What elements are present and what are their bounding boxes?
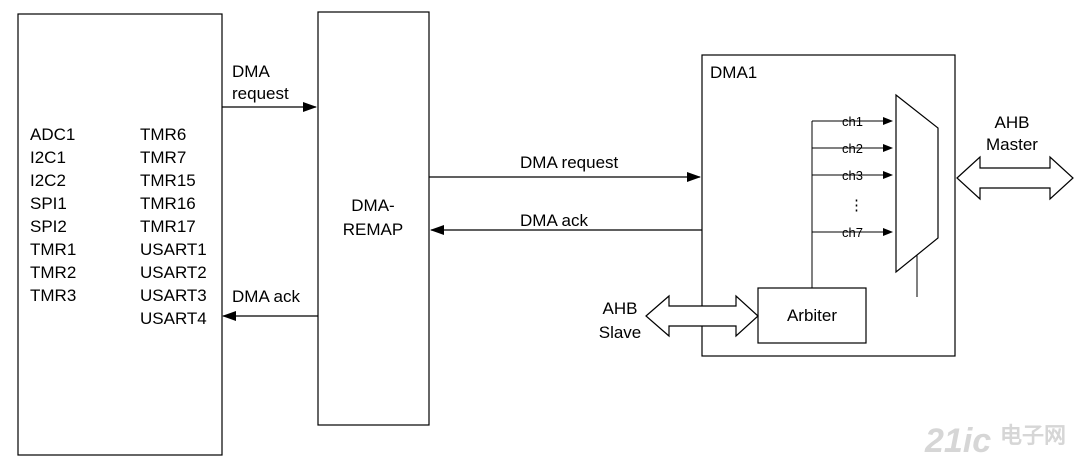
peripheral-label: ADC1 bbox=[30, 125, 75, 144]
watermark-logo: 21ic bbox=[924, 422, 991, 460]
peripheral-label: TMR6 bbox=[140, 125, 186, 144]
ahb-slave-label-line1: AHB bbox=[603, 299, 638, 318]
peripheral-label: TMR2 bbox=[30, 263, 76, 282]
arbiter-block bbox=[757, 287, 867, 344]
mid-ack-label: DMA ack bbox=[520, 211, 589, 230]
dma1-title: DMA1 bbox=[710, 63, 757, 82]
peripheral-label: USART4 bbox=[140, 309, 207, 328]
mid-request-label: DMA request bbox=[520, 153, 619, 172]
arbiter-label: Arbiter bbox=[787, 306, 837, 325]
remap-label-line1: DMA- bbox=[351, 196, 394, 215]
left-ack-label: DMA ack bbox=[232, 287, 301, 306]
peripheral-list-left: ADC1 I2C1 I2C2 SPI1 SPI2 TMR1 TMR2 TMR3 bbox=[30, 125, 76, 305]
ahb-slave-label-line2: Slave bbox=[599, 323, 642, 342]
watermark-cn: 电子网 bbox=[1000, 423, 1066, 448]
peripheral-label: I2C2 bbox=[30, 171, 66, 190]
left-request-label-line1: DMA bbox=[232, 62, 270, 81]
left-request-label-line2: request bbox=[232, 84, 289, 103]
ahb-slave-arrow bbox=[645, 294, 759, 338]
peripheral-label: TMR3 bbox=[30, 286, 76, 305]
peripheral-label: SPI1 bbox=[30, 194, 67, 213]
channel-ch7: ch7 bbox=[812, 225, 893, 240]
peripheral-label: TMR7 bbox=[140, 148, 186, 167]
peripheral-label: USART1 bbox=[140, 240, 207, 259]
channel-ellipsis: ⋮ bbox=[849, 197, 864, 214]
channel-ch3: ch3 bbox=[812, 168, 893, 183]
peripheral-label: TMR16 bbox=[140, 194, 196, 213]
peripheral-label: I2C1 bbox=[30, 148, 66, 167]
ahb-master-label-line2: Master bbox=[986, 135, 1038, 154]
peripheral-label: TMR15 bbox=[140, 171, 196, 190]
ahb-master-label-line1: AHB bbox=[995, 113, 1030, 132]
peripheral-label: TMR1 bbox=[30, 240, 76, 259]
channel-ch2: ch2 bbox=[812, 141, 893, 156]
channel-mux bbox=[895, 93, 939, 274]
peripheral-label: USART2 bbox=[140, 263, 207, 282]
peripheral-label: TMR17 bbox=[140, 217, 196, 236]
peripheral-label: SPI2 bbox=[30, 217, 67, 236]
ahb-master-arrow bbox=[956, 155, 1074, 201]
dma1-block bbox=[701, 54, 956, 357]
watermark: 21ic 电子网 bbox=[924, 422, 1066, 460]
peripheral-block bbox=[17, 13, 223, 456]
peripheral-label: USART3 bbox=[140, 286, 207, 305]
peripheral-list-right: TMR6 TMR7 TMR15 TMR16 TMR17 USART1 USART… bbox=[140, 125, 207, 328]
channel-ch1: ch1 bbox=[812, 114, 893, 129]
remap-label-line2: REMAP bbox=[343, 220, 403, 239]
remap-block bbox=[317, 11, 430, 426]
